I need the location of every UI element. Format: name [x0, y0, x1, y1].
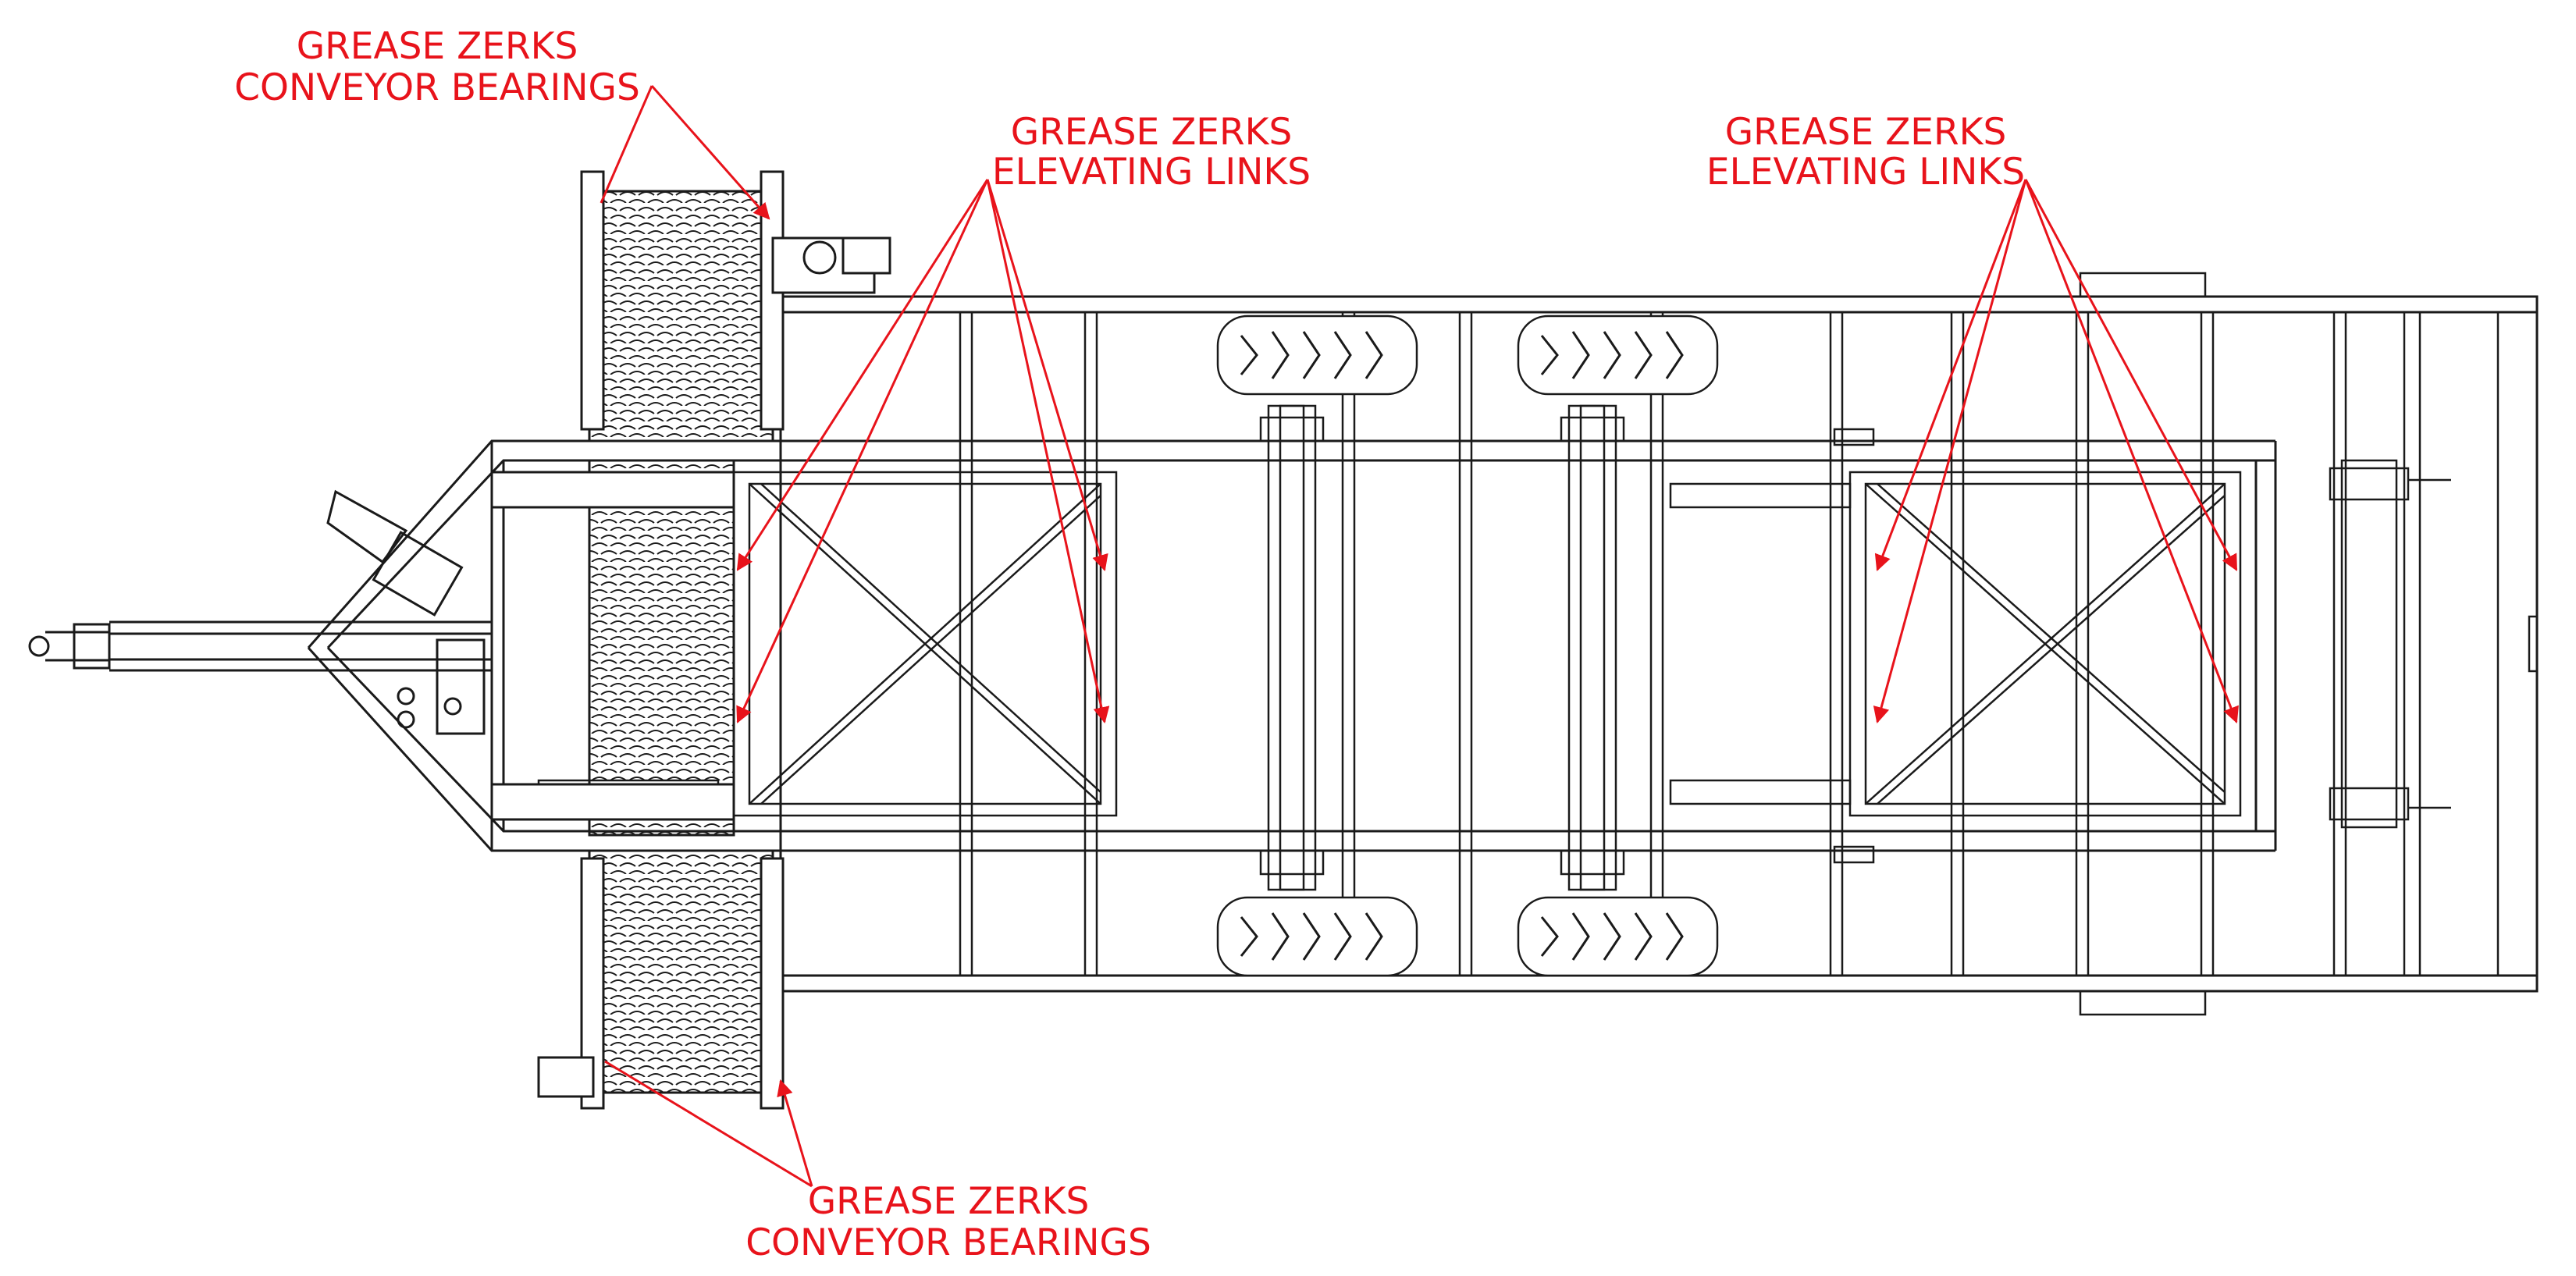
tires: [1216, 315, 1719, 977]
callout-conveyor-bottom: GREASE ZERKS CONVEYOR BEARINGS: [604, 1060, 1151, 1264]
arrows-elevating-right: [1873, 179, 2239, 724]
callout-conveyor-top-line1: GREASE ZERKS: [297, 25, 578, 68]
callout-elevating-left-line1: GREASE ZERKS: [1011, 111, 1293, 154]
callout-elevating-left: GREASE ZERKS ELEVATING LINKS: [736, 111, 1311, 724]
callout-conveyor-top-line2: CONVEYOR BEARINGS: [234, 66, 640, 109]
axles: [1259, 404, 1625, 891]
tire-rear-left: [1517, 315, 1719, 396]
tire-rear-right: [1517, 896, 1719, 977]
tongue-hitch: [28, 489, 492, 735]
conveyor-center: [490, 459, 735, 837]
arrows-elevating-left: [736, 179, 1110, 724]
cross-members: [959, 312, 2500, 976]
conveyor-bottom: [537, 849, 785, 1110]
conveyor-top: [580, 170, 891, 443]
callout-elevating-right-line2: ELEVATING LINKS: [1706, 151, 2025, 194]
rear-roller: [2329, 459, 2539, 829]
callout-conveyor-bottom-line1: GREASE ZERKS: [808, 1180, 1090, 1223]
callout-elevating-right: GREASE ZERKS ELEVATING LINKS: [1706, 111, 2239, 724]
callout-elevating-right-line1: GREASE ZERKS: [1725, 111, 2007, 154]
callout-elevating-left-line2: ELEVATING LINKS: [992, 151, 1311, 194]
rear-x-brace: [1669, 471, 2242, 817]
a-frame: [307, 439, 1147, 852]
callout-conveyor-top: GREASE ZERKS CONVEYOR BEARINGS: [234, 25, 769, 219]
tire-front-right: [1216, 896, 1418, 977]
tire-front-left: [1216, 315, 1418, 396]
deck-outline: [779, 295, 2539, 993]
callout-conveyor-bottom-line2: CONVEYOR BEARINGS: [745, 1221, 1151, 1264]
trailer-linework: [28, 272, 2539, 1016]
front-x-brace: [537, 471, 1118, 817]
side-brackets: [1833, 272, 2207, 1016]
